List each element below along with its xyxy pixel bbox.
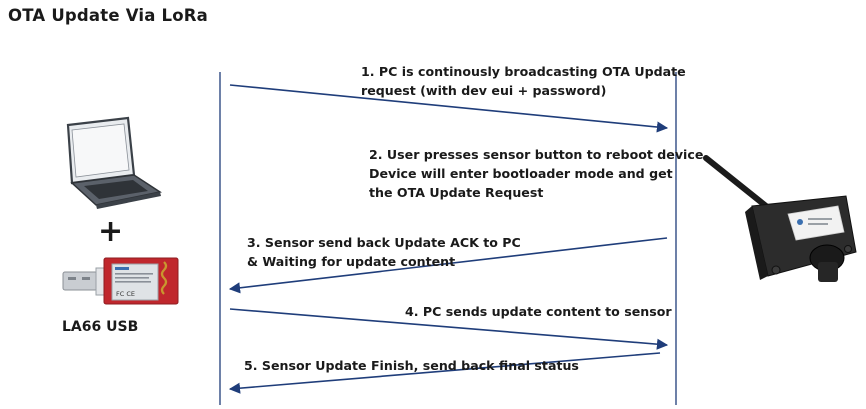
usb-board-text: FC CE: [116, 290, 135, 298]
page-title: OTA Update Via LoRa: [8, 6, 208, 25]
step-1-line-1: 1. PC is continously broadcasting OTA Up…: [361, 64, 686, 79]
plus-sign: +: [98, 214, 124, 249]
step-2-label: 2. User presses sensor button to reboot …: [369, 145, 708, 202]
step-3-line-1: 3. Sensor send back Update ACK to PC: [247, 235, 521, 250]
arrow-step-1: [229, 84, 669, 133]
step-3-line-2: & Waiting for update content: [247, 254, 456, 269]
step-5-label: 5. Sensor Update Finish, send back final…: [244, 356, 579, 375]
step-4-label: 4. PC sends update content to sensor: [405, 302, 672, 321]
arrow-step-3: [228, 237, 668, 294]
laptop-icon: [66, 116, 162, 209]
arrow-step-4: [229, 308, 669, 350]
lora-sensor-icon: [703, 155, 857, 282]
step-1-line-2: request (with dev eui + password): [361, 83, 607, 98]
step-3-label: 3. Sensor send back Update ACK to PC & W…: [247, 233, 521, 271]
step-2-line-2: Device will enter bootloader mode and ge…: [369, 166, 673, 181]
step-1-label: 1. PC is continously broadcasting OTA Up…: [361, 62, 686, 100]
step-4-line-1: 4. PC sends update content to sensor: [405, 304, 672, 319]
step-2-line-1: 2. User presses sensor button to reboot …: [369, 147, 709, 162]
step-2-line-3: the OTA Update Request: [369, 185, 544, 200]
usb-dongle-icon: FC CE: [62, 257, 179, 305]
usb-label: LA66 USB: [62, 319, 139, 335]
arrow-step-5: [228, 352, 661, 394]
step-5-line-1: 5. Sensor Update Finish, send back final…: [244, 358, 579, 373]
